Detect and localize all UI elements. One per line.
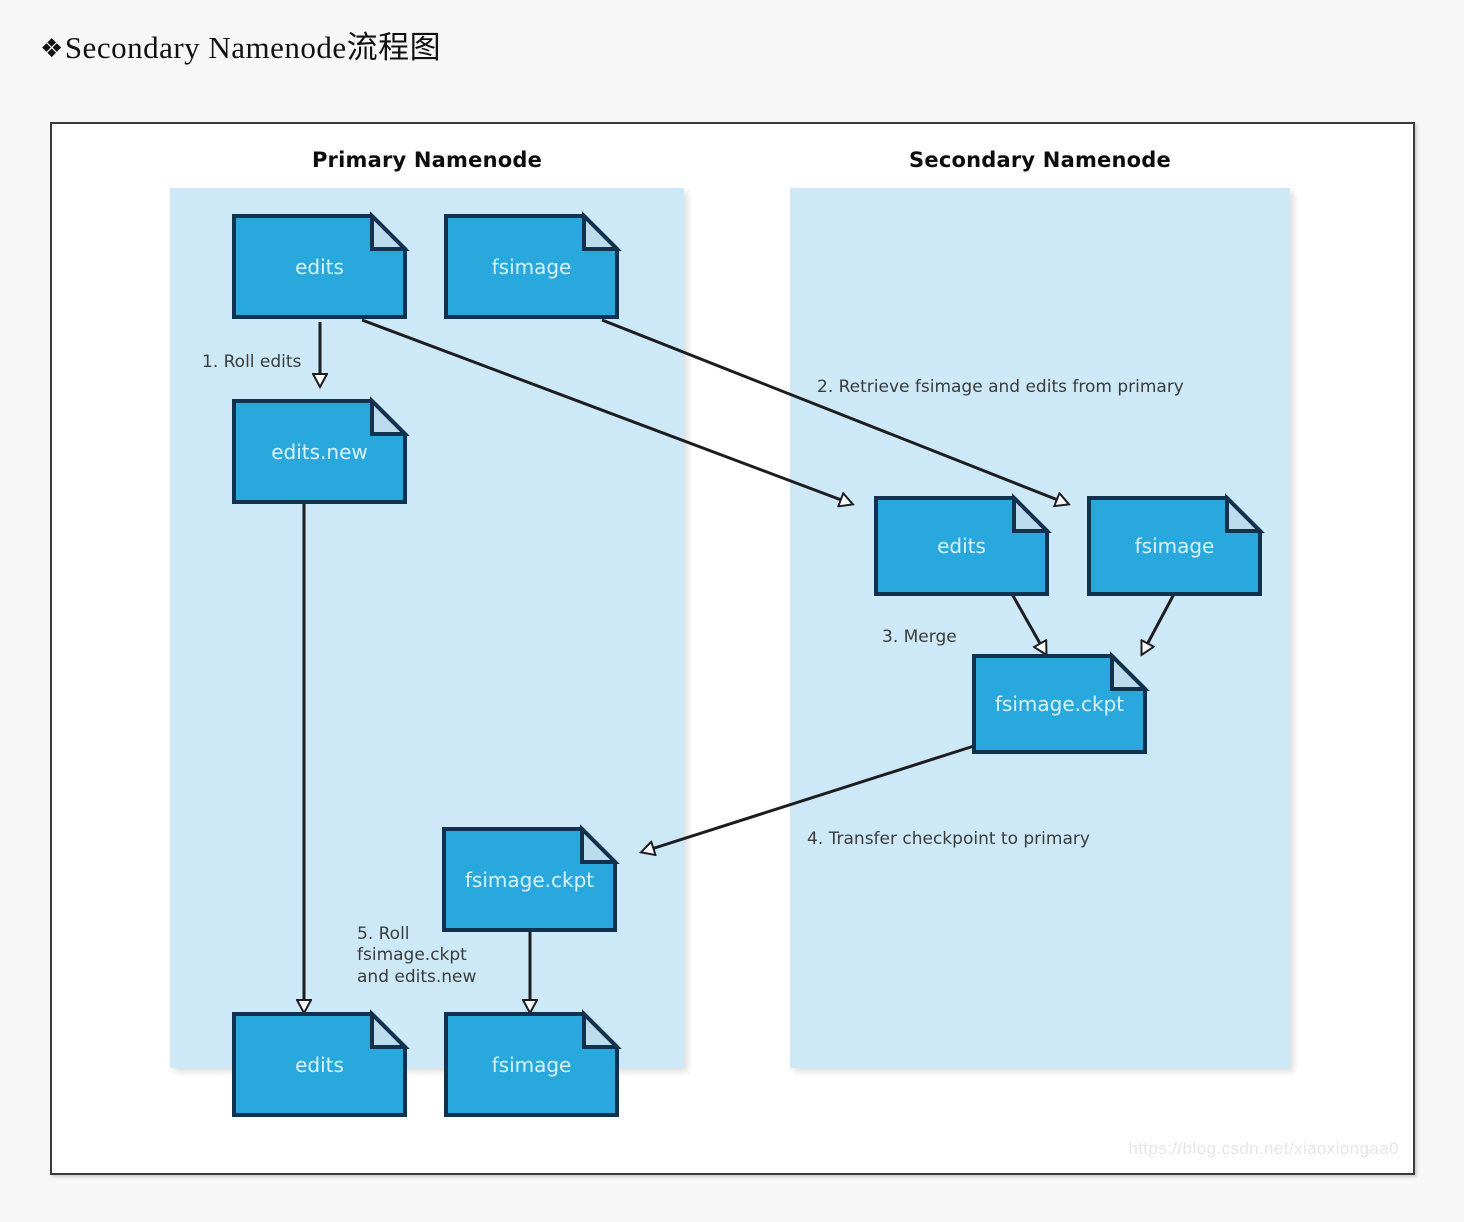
step-label-1: 1. Roll edits	[202, 352, 302, 372]
watermark: https://blog.csdn.net/xiaoxiongaa0	[1128, 1139, 1399, 1158]
page-title-text: Secondary Namenode流程图	[64, 30, 442, 65]
node-primary-fsimage-ckpt[interactable]: fsimage.ckpt	[442, 824, 620, 932]
node-primary-edits-final[interactable]: edits	[232, 1009, 410, 1117]
node-primary-fsimage[interactable]: fsimage	[444, 211, 622, 319]
step-label-4: 4. Transfer checkpoint to primary	[807, 829, 1090, 849]
heading-secondary-namenode: Secondary Namenode	[909, 148, 1171, 172]
node-primary-edits[interactable]: edits	[232, 211, 410, 319]
panel-secondary-namenode	[790, 188, 1290, 1068]
step-label-5: 5. Roll fsimage.ckpt and edits.new	[357, 924, 477, 987]
diagram-frame: Primary Namenode Secondary Namenode	[50, 122, 1415, 1175]
step-label-2: 2. Retrieve fsimage and edits from prima…	[817, 377, 1184, 397]
node-secondary-edits[interactable]: edits	[874, 493, 1052, 596]
node-secondary-fsimage[interactable]: fsimage	[1087, 493, 1265, 596]
node-secondary-fsimage-ckpt[interactable]: fsimage.ckpt	[972, 651, 1150, 754]
diamond-bullet-icon: ❖	[40, 34, 64, 64]
page-title: ❖Secondary Namenode流程图	[40, 22, 441, 67]
node-primary-edits-new[interactable]: edits.new	[232, 396, 410, 504]
step-label-3: 3. Merge	[882, 627, 957, 647]
heading-primary-namenode: Primary Namenode	[311, 148, 543, 172]
node-primary-fsimage-final[interactable]: fsimage	[444, 1009, 622, 1117]
